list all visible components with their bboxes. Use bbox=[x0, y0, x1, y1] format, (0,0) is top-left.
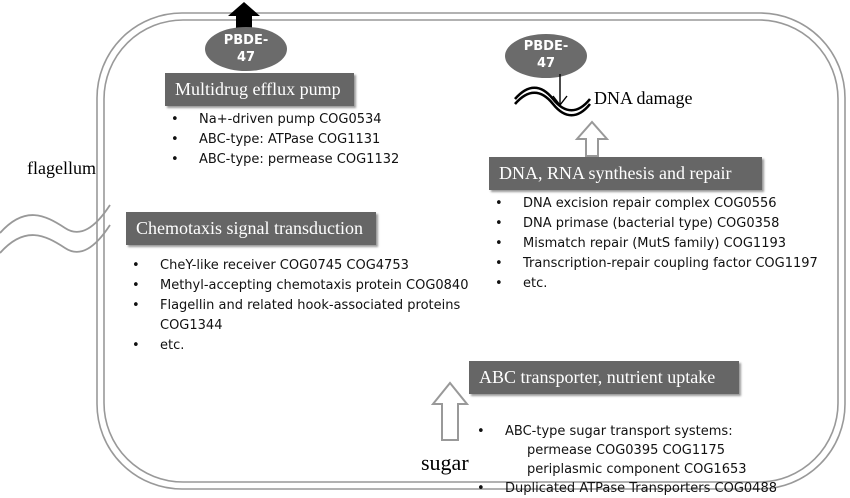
export-arrow bbox=[228, 2, 260, 30]
sugar-label: sugar bbox=[421, 450, 469, 475]
dna-helix-strand-2 bbox=[514, 91, 592, 117]
list-item: etc. bbox=[126, 336, 468, 356]
list-item: CheY-like receiver COG0745 COG4753 bbox=[126, 256, 468, 276]
pbde-top-line1: PBDE- bbox=[223, 33, 269, 48]
list-item: Methyl-accepting chemotaxis protein COG0… bbox=[126, 276, 468, 296]
efflux-pump-box: Multidrug efflux pump bbox=[165, 73, 354, 106]
chemotaxis-box: Chemotaxis signal transduction bbox=[126, 212, 376, 245]
list-item: DNA primase (bacterial type) COG0358 bbox=[489, 214, 818, 234]
list-item: Mismatch repair (MutS family) COG1193 bbox=[489, 234, 818, 254]
sugar-uptake-arrow bbox=[430, 381, 470, 441]
pbde-top-ellipse bbox=[205, 27, 287, 71]
pbde-right-line1: PBDE- bbox=[523, 39, 569, 54]
dna-damage-label: DNA damage bbox=[594, 88, 693, 108]
dna-helix-strand-1 bbox=[514, 86, 592, 112]
list-item-continuation: COG1344 bbox=[160, 318, 223, 333]
list-item: Transcription-repair coupling factor COG… bbox=[489, 254, 818, 274]
list-item: ABC-type sugar transport systems: permea… bbox=[471, 422, 777, 479]
pbde-top-line2: 47 bbox=[236, 50, 256, 65]
pbde-right-label: PBDE- 47 bbox=[512, 38, 580, 72]
pbde-top-label: PBDE- 47 bbox=[212, 32, 280, 66]
flagellum-wave-1 bbox=[0, 204, 111, 234]
list-item: ABC-type: ATPase COG1131 bbox=[165, 130, 399, 150]
flagellum-wave-2 bbox=[0, 224, 111, 254]
list-item-sub: permease COG0395 COG1175 bbox=[527, 443, 725, 458]
dna-repair-list: DNA excision repair complex COG0556 DNA … bbox=[489, 194, 818, 294]
efflux-pump-list: Na+-driven pump COG0534 ABC-type: ATPase… bbox=[165, 110, 399, 170]
pbde-right-line2: 47 bbox=[536, 56, 556, 71]
list-item-text: ABC-type sugar transport systems: bbox=[505, 424, 733, 439]
repair-to-damage-arrow bbox=[574, 120, 610, 157]
abc-transporter-list: ABC-type sugar transport systems: permea… bbox=[471, 422, 777, 498]
list-item: Duplicated ATPase Transporters COG0488 bbox=[471, 479, 777, 498]
chemotaxis-list: CheY-like receiver COG0745 COG4753 Methy… bbox=[126, 256, 468, 356]
list-item: Na+-driven pump COG0534 bbox=[165, 110, 399, 130]
list-item: ABC-type: permease COG1132 bbox=[165, 150, 399, 170]
list-item: etc. bbox=[489, 274, 818, 294]
list-item: DNA excision repair complex COG0556 bbox=[489, 194, 818, 214]
abc-transporter-box: ABC transporter, nutrient uptake bbox=[469, 361, 739, 394]
flagellum-label: flagellum bbox=[27, 158, 96, 178]
list-item-sub: periplasmic component COG1653 bbox=[527, 462, 747, 477]
list-item-text: Flagellin and related hook-associated pr… bbox=[160, 298, 461, 313]
list-item: Flagellin and related hook-associated pr… bbox=[126, 296, 468, 336]
pbde-right-ellipse bbox=[505, 34, 587, 78]
dna-repair-box: DNA, RNA synthesis and repair bbox=[489, 157, 762, 190]
